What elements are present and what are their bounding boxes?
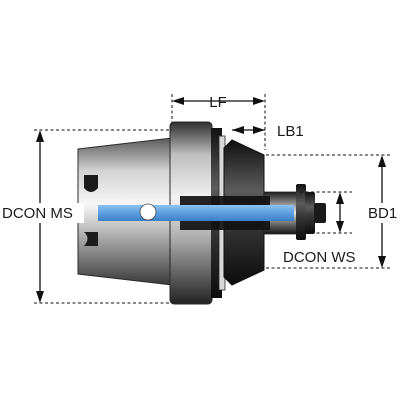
coolant-hole-icon: [139, 203, 157, 221]
clamping-collar: [296, 184, 306, 240]
dim-lf: LF: [171, 94, 266, 150]
label-bd1: BD1: [368, 205, 397, 222]
dim-dcon-ws: DCON WS: [283, 191, 356, 266]
label-lb1: LB1: [277, 123, 304, 140]
dim-lb1: LB1: [232, 123, 304, 140]
label-lf: LF: [209, 94, 227, 111]
centre-axis: [98, 203, 294, 221]
drive-slot-bottom: [84, 232, 98, 246]
drive-slot-top: [84, 175, 98, 192]
front-face: [314, 203, 326, 223]
clamping-collar-front: [305, 192, 315, 234]
dim-bd1: BD1: [266, 154, 400, 269]
label-dcon-ms: DCON MS: [2, 205, 73, 222]
label-dcon-ws: DCON WS: [283, 249, 356, 266]
axis-bar: [98, 205, 294, 221]
dim-dcon-ms: DCON MS: [0, 129, 172, 304]
